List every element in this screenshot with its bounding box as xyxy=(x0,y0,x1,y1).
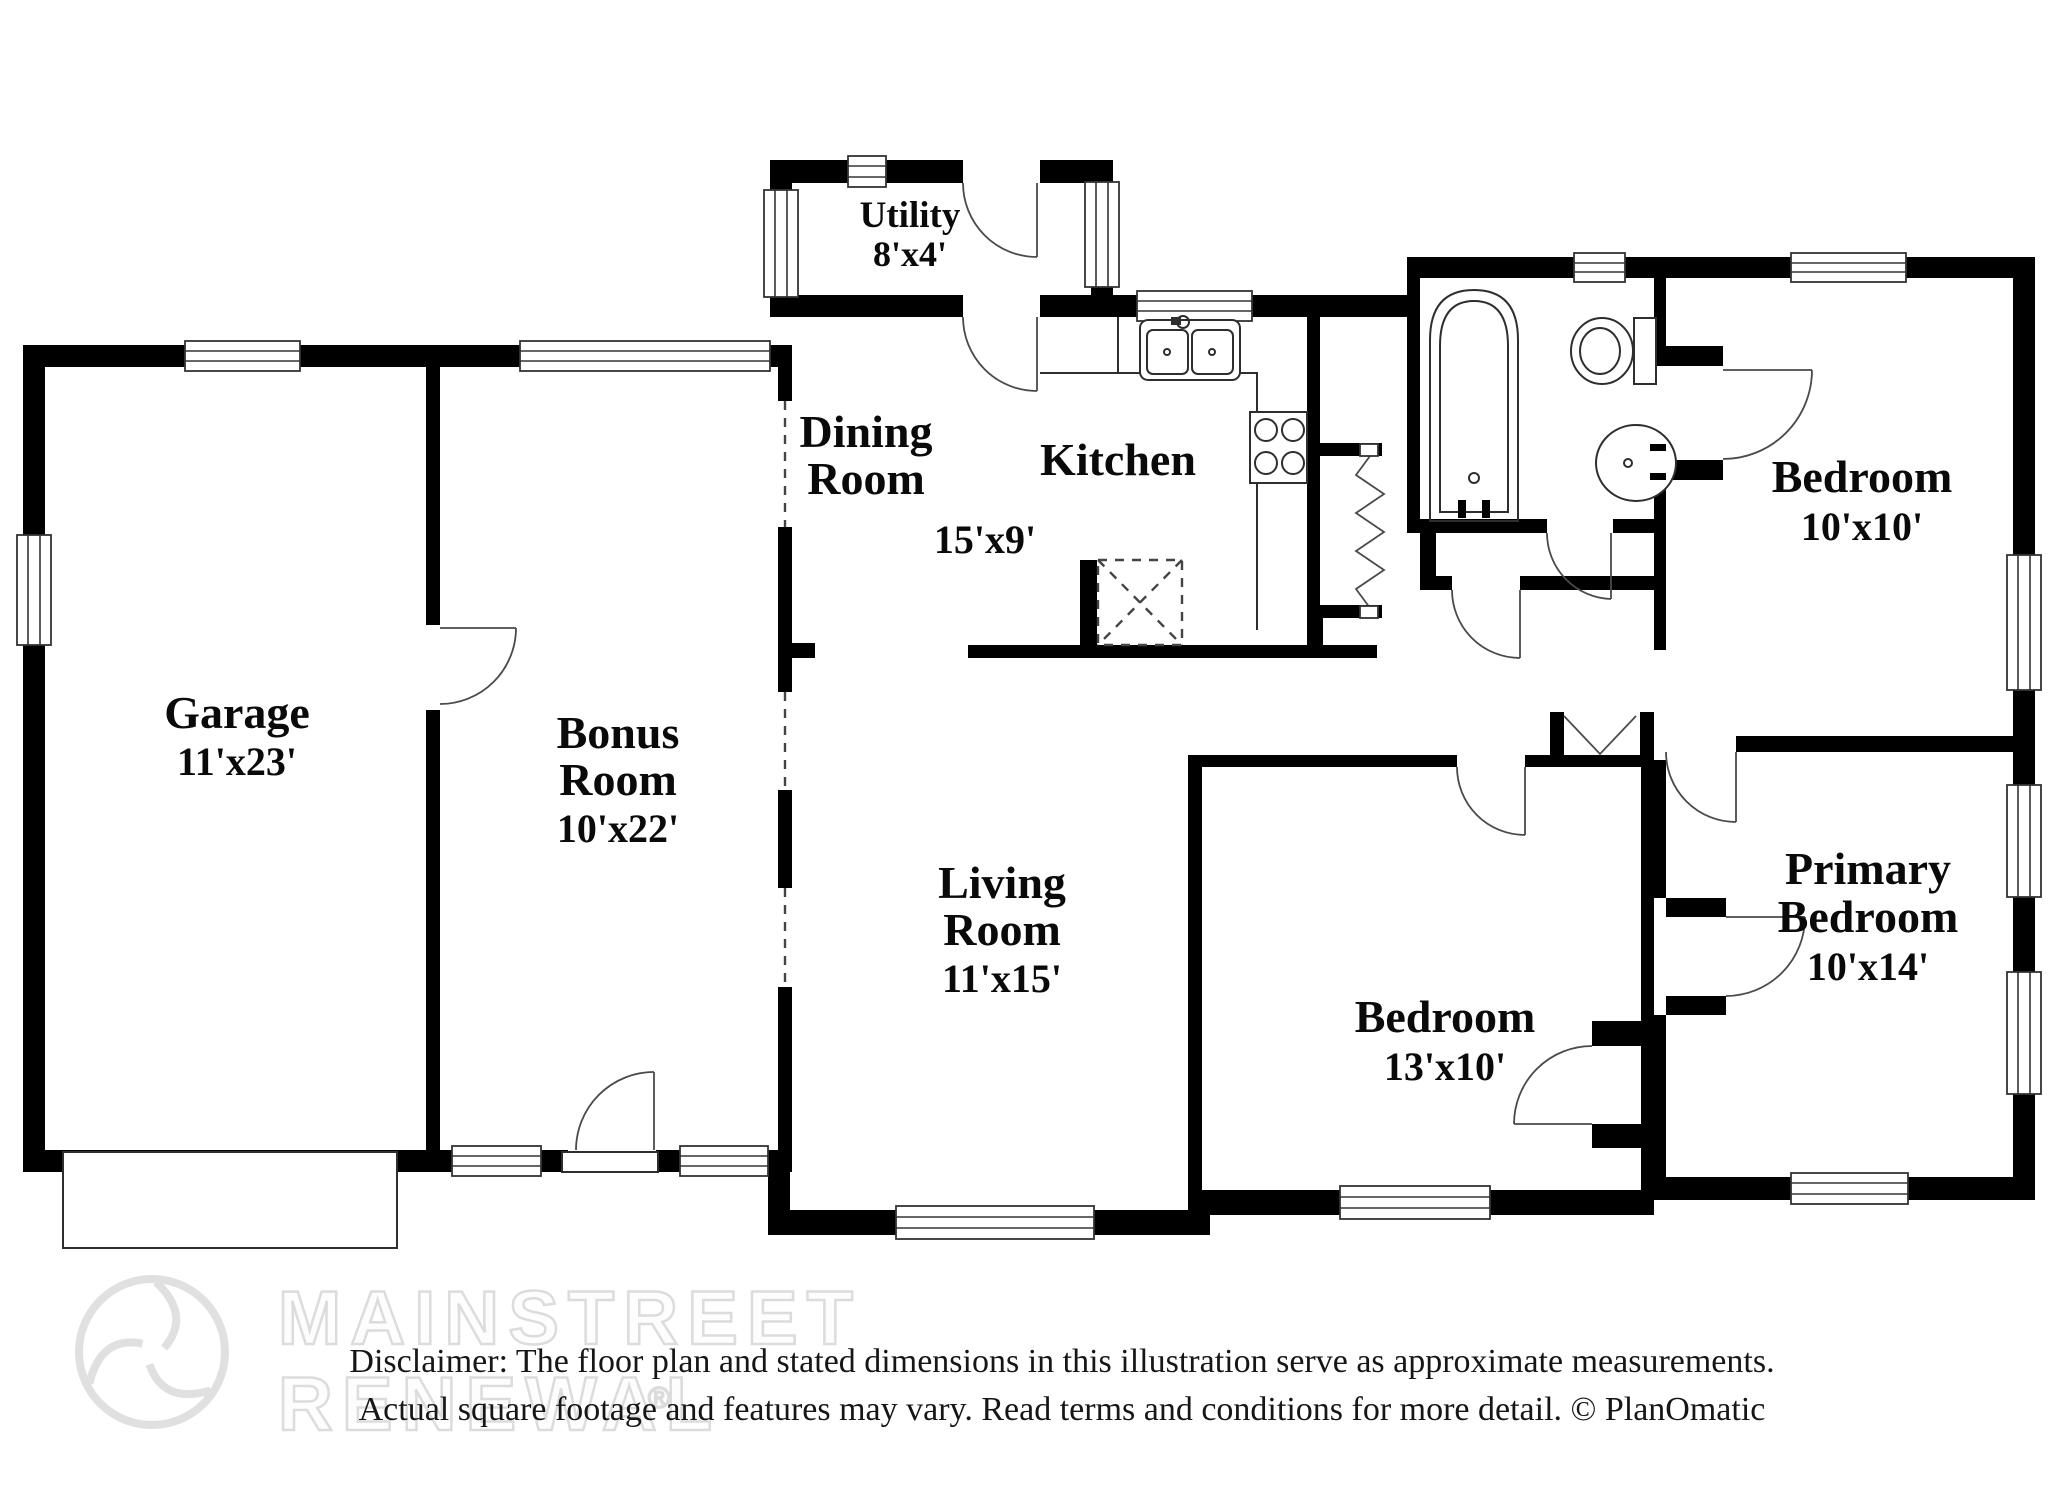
fixtures xyxy=(62,288,1677,1249)
bonus-top-window xyxy=(519,340,771,372)
room-label-utility: Utility 8'x4' xyxy=(860,195,961,274)
svg-text:Bedroom: Bedroom xyxy=(1772,451,1953,502)
bathroom-sink xyxy=(1595,424,1677,502)
disclaimer-line1: Disclaimer: The floor plan and stated di… xyxy=(349,1343,1774,1380)
svg-text:10'x10': 10'x10' xyxy=(1801,504,1923,549)
garage-top-window xyxy=(184,340,301,372)
bifold-closet-doors xyxy=(1563,715,1637,756)
utility-left-window xyxy=(763,189,799,298)
utility-top-window xyxy=(847,155,887,188)
room-label-living: Living Room 11'x15' xyxy=(938,857,1066,1001)
walls xyxy=(23,160,2035,1235)
utility-right-window xyxy=(1084,181,1120,288)
svg-text:Garage: Garage xyxy=(164,687,310,738)
room-label-kitchen: Kitchen 15'x9' xyxy=(934,434,1196,562)
bonus-bottom-window-left xyxy=(451,1145,542,1177)
utility-dining-door xyxy=(962,316,1038,392)
svg-text:8'x4': 8'x4' xyxy=(873,234,947,274)
mainstreet-logo-icon xyxy=(75,1275,229,1429)
living-room-window xyxy=(895,1205,1095,1240)
bedroom-center-closet-door xyxy=(1513,1045,1593,1125)
svg-text:Bedroom: Bedroom xyxy=(1778,891,1959,942)
svg-text:Dining: Dining xyxy=(800,406,933,457)
bathroom-door xyxy=(1546,532,1612,600)
svg-text:Room: Room xyxy=(559,754,677,805)
pantry-dashed-box xyxy=(1096,558,1184,647)
stove xyxy=(1249,411,1308,484)
bedroom-right-top-window xyxy=(1790,252,1907,283)
entry-door xyxy=(575,1071,655,1151)
disclaimer: Disclaimer: The floor plan and stated di… xyxy=(349,1343,1774,1428)
bedroom-center-window xyxy=(1339,1185,1491,1220)
svg-text:15'x9': 15'x9' xyxy=(934,517,1036,562)
door-swings xyxy=(439,182,1813,1151)
bedroom-right-side-window xyxy=(2006,554,2042,691)
windows xyxy=(16,155,2042,1240)
svg-text:13'x10': 13'x10' xyxy=(1384,1044,1506,1089)
room-label-primary: Primary Bedroom 10'x14' xyxy=(1778,843,1959,989)
room-label-bedroom-center: Bedroom 13'x10' xyxy=(1355,991,1536,1089)
svg-text:Bedroom: Bedroom xyxy=(1355,991,1536,1042)
entry-door-sill xyxy=(561,1151,659,1173)
kitchen-counter xyxy=(1040,372,1258,630)
room-label-bedroom-right: Bedroom 10'x10' xyxy=(1772,451,1953,549)
svg-text:Room: Room xyxy=(943,904,1061,955)
bedroom-right-door xyxy=(1722,369,1813,460)
watermark-line2: RENEWAL xyxy=(278,1362,721,1447)
kitchen-sink-window xyxy=(1136,290,1253,322)
garage-door xyxy=(62,1151,398,1249)
utility-exterior-door xyxy=(962,182,1038,258)
svg-text:Kitchen: Kitchen xyxy=(1040,434,1196,485)
svg-text:Bonus: Bonus xyxy=(557,707,680,758)
primary-closet-door xyxy=(1725,916,1806,997)
mainstreet-renewal-watermark: MAINSTREET RENEWAL ® xyxy=(75,1275,862,1448)
watermark-line1: MAINSTREET xyxy=(278,1276,862,1361)
svg-text:Room: Room xyxy=(807,453,925,504)
primary-bottom-window xyxy=(1790,1172,1909,1205)
primary-door xyxy=(1665,751,1737,823)
bathroom-top-window xyxy=(1573,252,1626,283)
svg-text:Primary: Primary xyxy=(1785,843,1951,894)
primary-side-window-lower xyxy=(2006,971,2042,1095)
disclaimer-line2: Actual square footage and features may v… xyxy=(359,1391,1766,1428)
primary-side-window-upper xyxy=(2006,784,2042,898)
svg-text:11'x23': 11'x23' xyxy=(177,739,297,784)
svg-text:10'x22': 10'x22' xyxy=(557,806,679,851)
kitchen-sink xyxy=(1139,315,1241,381)
toilet xyxy=(1570,317,1657,385)
room-label-dining: Dining Room xyxy=(800,406,933,504)
watermark-registered-mark: ® xyxy=(648,1382,670,1415)
garage-bonus-door xyxy=(439,627,517,705)
svg-text:Living: Living xyxy=(938,857,1066,908)
furnace-accordion-door xyxy=(1354,455,1386,609)
room-label-garage: Garage 11'x23' xyxy=(164,687,310,784)
svg-text:Utility: Utility xyxy=(860,195,961,236)
hall-closet-door xyxy=(1451,589,1521,659)
svg-text:10'x14': 10'x14' xyxy=(1807,944,1929,989)
svg-text:11'x15': 11'x15' xyxy=(942,956,1062,1001)
garage-left-window xyxy=(16,534,52,646)
room-labels: Utility 8'x4' Dining Room Kitchen 15'x9'… xyxy=(164,195,1958,1089)
bathtub xyxy=(1429,288,1519,522)
room-label-bonus: Bonus Room 10'x22' xyxy=(557,707,680,851)
bedroom-center-door xyxy=(1456,766,1526,836)
bonus-bottom-window-right xyxy=(679,1145,769,1177)
